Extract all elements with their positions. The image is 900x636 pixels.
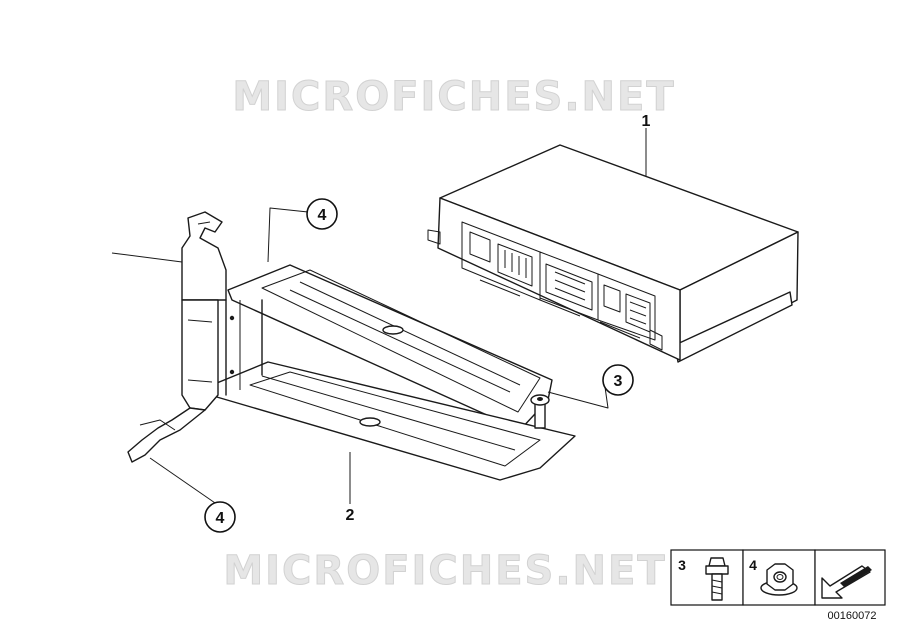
catalog-number: 00160072 bbox=[828, 610, 877, 622]
bracket-drawing bbox=[111, 211, 576, 481]
legend-label-nut: 4 bbox=[749, 557, 757, 573]
callout-circle-clip-lower bbox=[204, 501, 236, 533]
control-unit-drawing bbox=[427, 144, 799, 363]
callout-bracket: 2 bbox=[346, 507, 355, 524]
callout-control-unit: 1 bbox=[642, 113, 651, 130]
watermark-top: MICROFICHES.NET bbox=[232, 74, 675, 120]
callout-circle-bolt bbox=[602, 364, 634, 396]
flange-nut-icon bbox=[760, 563, 798, 596]
callout-bolt: 3 bbox=[614, 373, 623, 390]
callout-circle-clip-upper bbox=[306, 198, 338, 230]
direction-arrow-icon bbox=[821, 565, 872, 599]
bolt-icon bbox=[705, 557, 729, 601]
callout-clip-upper: 4 bbox=[318, 207, 327, 224]
parts-legend: 3 4 bbox=[670, 549, 886, 606]
callout-clip-lower: 4 bbox=[216, 510, 225, 527]
legend-label-bolt: 3 bbox=[678, 557, 686, 573]
legend-cell-bolt bbox=[670, 549, 744, 606]
watermark-bottom: MICROFICHES.NET bbox=[223, 548, 666, 594]
